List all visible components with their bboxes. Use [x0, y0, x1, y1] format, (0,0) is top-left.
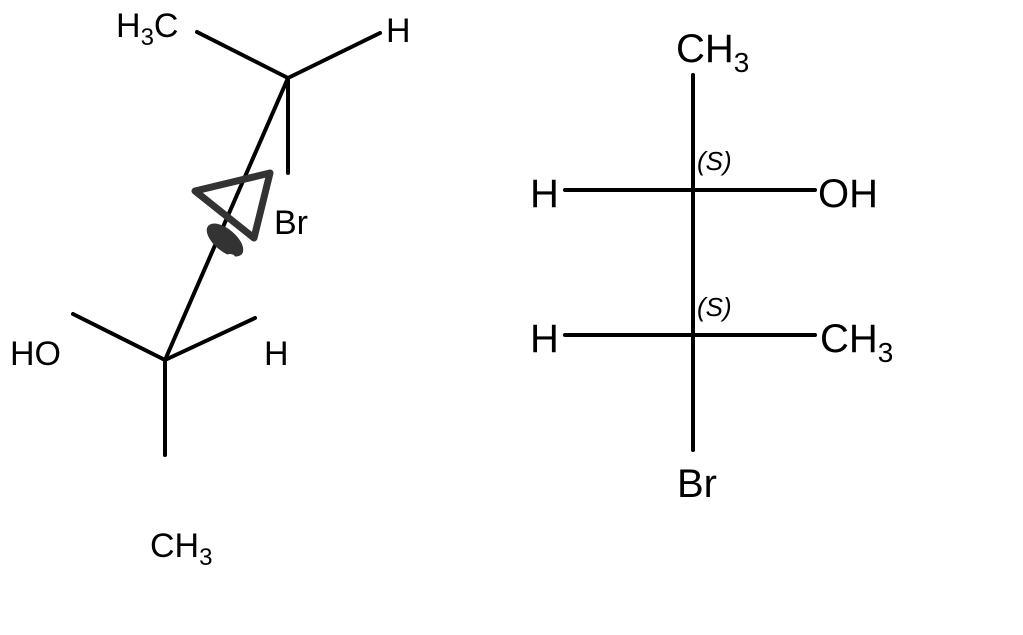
fischer-row1-right: OH: [818, 172, 878, 216]
label-br: Br: [274, 204, 308, 242]
sawhorse-projection: H3C H Br HO H CH3: [10, 7, 411, 571]
bond-bottom-h: [163, 316, 257, 362]
label-ho: HO: [10, 335, 61, 373]
fischer-row1-left: H: [530, 172, 559, 216]
fischer-row2-right: CH3: [820, 317, 893, 368]
fischer-projection: CH3 H OH (S) H CH3 (S) Br: [530, 27, 893, 506]
label-bottom-ch3: CH3: [150, 527, 212, 571]
label-h3c: H3C: [116, 7, 178, 51]
fischer-row2-left: H: [530, 317, 559, 361]
fischer-row1-config: (S): [697, 146, 732, 176]
bond-bottom-oh: [71, 312, 167, 362]
label-bottom-h: H: [264, 335, 289, 373]
label-top-h: H: [386, 12, 411, 50]
eye-icon: [191, 169, 274, 260]
bond-top-h: [286, 31, 382, 80]
fischer-row2-config: (S): [697, 292, 732, 322]
fischer-bottom-br: Br: [677, 462, 717, 506]
fischer-top-ch3: CH3: [676, 27, 749, 78]
bond-top-ch3: [195, 30, 290, 80]
